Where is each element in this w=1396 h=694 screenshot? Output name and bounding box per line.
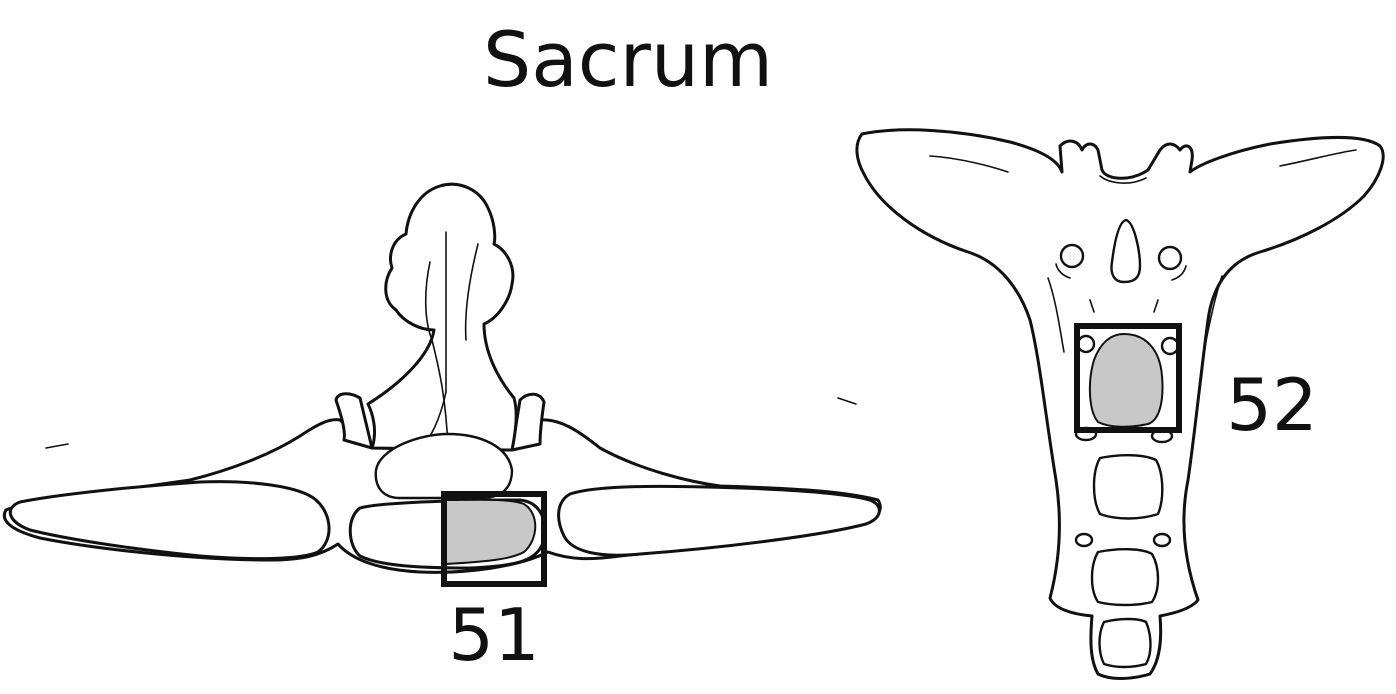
vertebral-body-2	[1092, 454, 1164, 520]
spinous-process	[334, 392, 374, 450]
vertebral-body-3	[1090, 548, 1160, 607]
highlighted-articular-surface	[445, 498, 537, 566]
label-51: 51	[448, 593, 540, 677]
figure-title: Sacrum	[483, 15, 773, 104]
foramen-left-4	[1074, 532, 1094, 548]
spine-crest	[366, 182, 518, 452]
spinous-process-right-articular	[510, 392, 546, 452]
highlighted-vertebral-body	[1088, 332, 1164, 428]
foramen-right-4	[1152, 532, 1172, 548]
region-box-51	[441, 491, 547, 587]
label-52: 52	[1226, 363, 1318, 447]
sacrum-cranial-view	[3, 182, 882, 587]
median-foramen	[1110, 218, 1142, 284]
sacrum-ventral-view	[855, 128, 1385, 680]
foramen-right-1	[1157, 245, 1183, 271]
region-box-52	[1074, 323, 1182, 433]
foramen-left-2	[1076, 334, 1096, 354]
foramen-right-2	[1160, 336, 1180, 356]
right-wing	[557, 484, 881, 557]
vertebral-body-4	[1098, 617, 1152, 669]
foramen-left-1	[1059, 243, 1085, 269]
left-wing	[8, 480, 331, 561]
vertebral-canal	[374, 432, 514, 500]
